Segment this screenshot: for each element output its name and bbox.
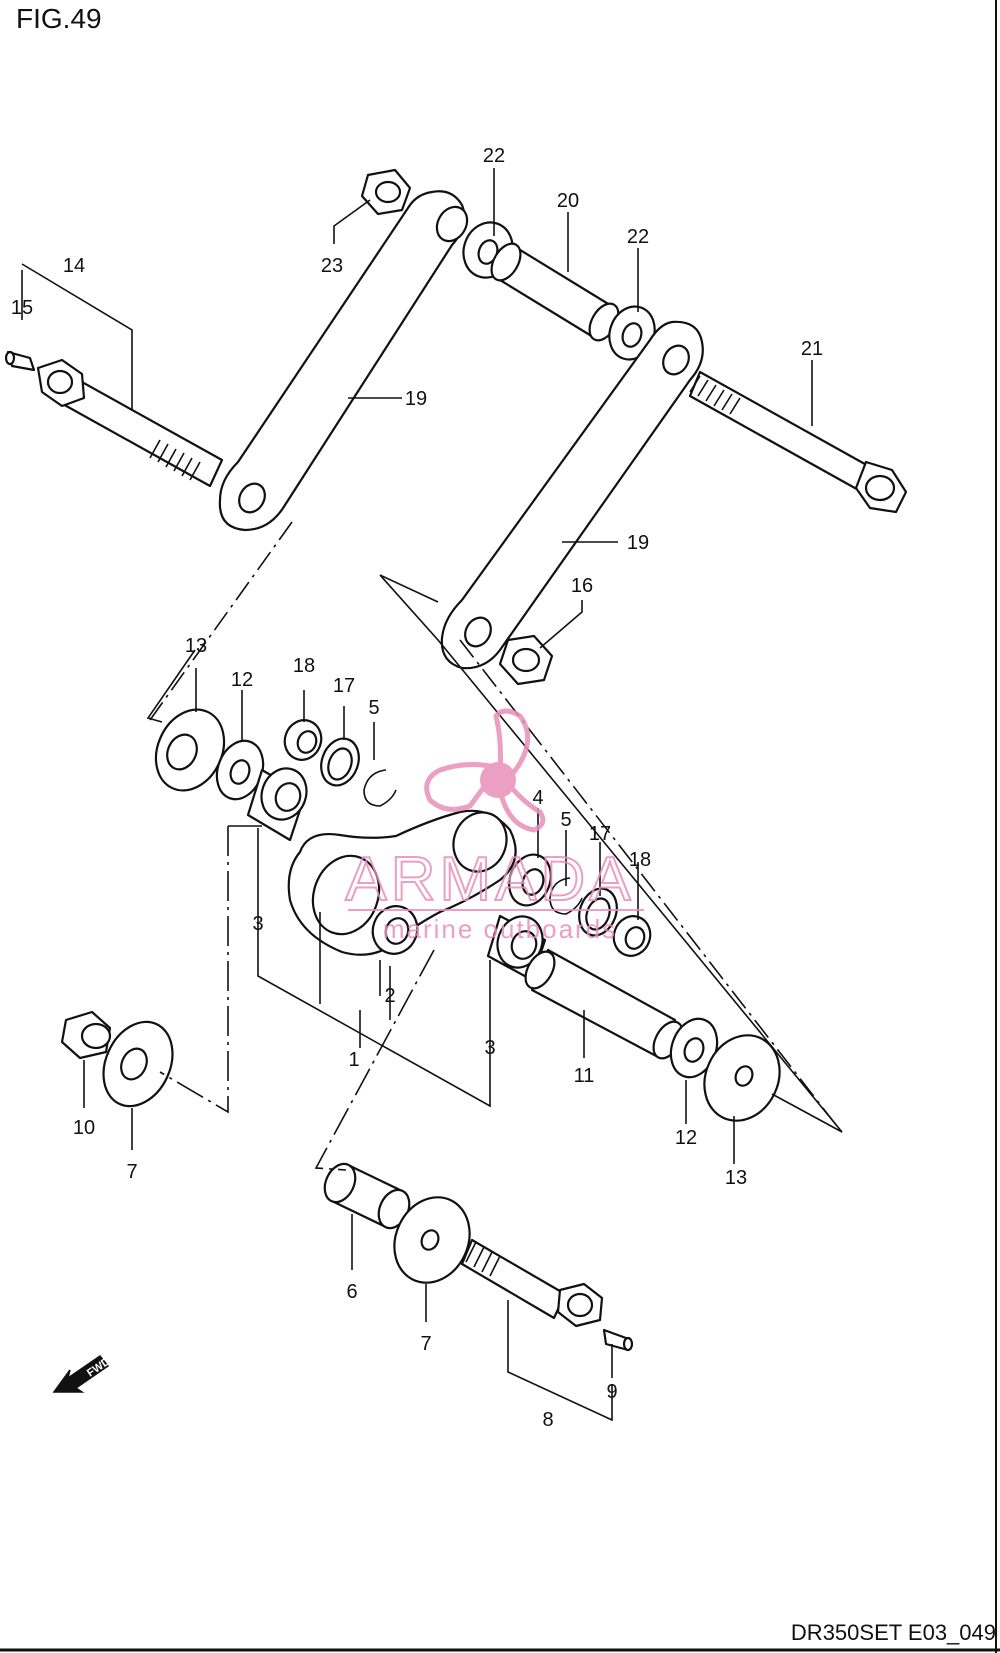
part-23-nut bbox=[360, 168, 412, 216]
part-18-bearing-upper bbox=[283, 719, 323, 761]
callout-13-right: 13 bbox=[725, 1167, 747, 1189]
part-15-grease-fitting bbox=[4, 350, 36, 372]
callout-20: 20 bbox=[557, 190, 579, 212]
part-11-spacer bbox=[524, 948, 684, 1060]
callout-5-lower: 5 bbox=[560, 809, 571, 831]
part-18-bearing-lower bbox=[612, 915, 652, 957]
callout-6: 6 bbox=[346, 1281, 357, 1303]
diagram-code: DR350SET E03_049 bbox=[791, 1620, 996, 1645]
fwd-arrow-icon: FWD bbox=[52, 1354, 113, 1393]
callout-4: 4 bbox=[532, 787, 543, 809]
callout-13-left: 13 bbox=[185, 635, 207, 657]
callout-5-upper: 5 bbox=[368, 697, 379, 719]
part-2-bushing bbox=[371, 905, 419, 955]
part-4-bearing bbox=[508, 853, 552, 907]
figure-title: FIG.49 bbox=[16, 3, 102, 34]
callout-1: 1 bbox=[348, 1049, 359, 1071]
callout-22-lower: 22 bbox=[627, 226, 649, 248]
part-13-washer-left bbox=[154, 708, 226, 792]
part-1-cushion-lever bbox=[287, 809, 517, 956]
watermark-brand: ARMADA bbox=[345, 845, 634, 914]
callout-11: 11 bbox=[574, 1065, 595, 1087]
callout-18-lower: 18 bbox=[629, 849, 651, 871]
callout-12-right: 12 bbox=[675, 1127, 697, 1149]
callout-10: 10 bbox=[73, 1117, 95, 1139]
callout-17-upper: 17 bbox=[333, 675, 355, 697]
part-8-bolt bbox=[460, 1238, 604, 1328]
part-6-spacer bbox=[323, 1162, 411, 1230]
armada-watermark: ARMADA marine outboards bbox=[344, 708, 644, 944]
callout-labels: 15 14 23 22 20 22 21 19 19 16 13 12 18 1… bbox=[11, 145, 823, 1431]
propeller-logo-icon bbox=[424, 708, 546, 833]
part-17-seal-lower bbox=[578, 887, 618, 937]
part-7-washer-bottom bbox=[393, 1196, 471, 1284]
part-9-grease-fitting bbox=[602, 1328, 634, 1352]
callout-9: 9 bbox=[606, 1381, 617, 1403]
callout-19-lower: 19 bbox=[627, 532, 649, 554]
callout-3-left: 3 bbox=[252, 913, 263, 935]
part-7-washer-left bbox=[102, 1020, 174, 1108]
callout-15: 15 bbox=[11, 297, 33, 319]
part-3-bushing-left bbox=[246, 767, 308, 842]
callout-14: 14 bbox=[63, 255, 85, 277]
part-16-nut bbox=[498, 634, 554, 686]
callout-19-upper: 19 bbox=[405, 388, 427, 410]
part-14-bolt bbox=[36, 358, 224, 488]
part-17-seal-upper bbox=[320, 737, 360, 787]
part-19-rod-left bbox=[218, 190, 469, 532]
callout-17-lower: 17 bbox=[589, 823, 611, 845]
part-20-spacer bbox=[490, 242, 620, 342]
callout-3-right: 3 bbox=[484, 1037, 495, 1059]
callout-21: 21 bbox=[801, 338, 823, 360]
callout-2: 2 bbox=[384, 985, 395, 1007]
callout-23: 23 bbox=[321, 255, 343, 277]
part-12-washer-right bbox=[669, 1017, 719, 1079]
part-19-rod-right bbox=[440, 320, 704, 670]
part-13-washer-right bbox=[703, 1034, 781, 1122]
part-22-washer-lower bbox=[608, 305, 656, 361]
part-21-bolt bbox=[688, 370, 908, 514]
callout-12-left: 12 bbox=[231, 669, 253, 691]
fwd-label: FWD bbox=[85, 1356, 113, 1380]
part-10-nut bbox=[60, 1010, 112, 1060]
callout-18-upper: 18 bbox=[293, 655, 315, 677]
callout-22-upper: 22 bbox=[483, 145, 505, 167]
callout-7-left: 7 bbox=[126, 1161, 137, 1183]
callout-7-bottom: 7 bbox=[420, 1333, 431, 1355]
callout-8: 8 bbox=[542, 1409, 553, 1431]
watermark-tagline: marine outboards bbox=[383, 914, 617, 944]
callout-16: 16 bbox=[571, 575, 593, 597]
part-5-circlip-upper bbox=[363, 769, 397, 807]
